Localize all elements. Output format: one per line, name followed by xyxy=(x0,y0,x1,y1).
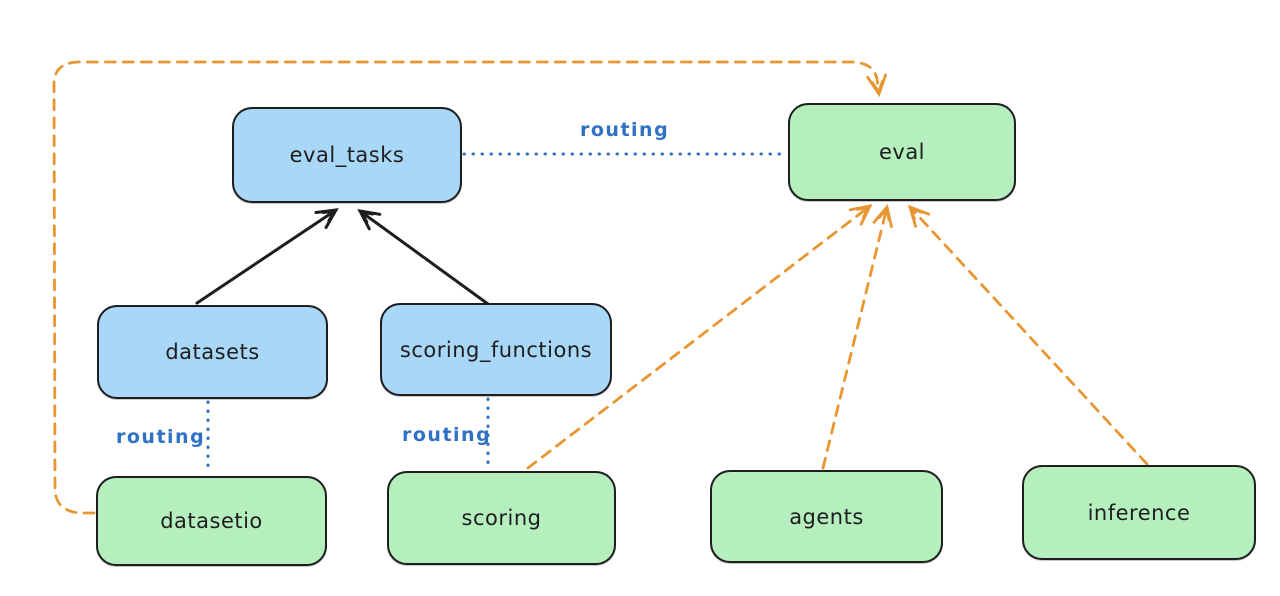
node-eval-tasks: eval_tasks xyxy=(232,107,462,203)
node-scoring: scoring xyxy=(387,471,616,565)
node-eval: eval xyxy=(788,103,1016,201)
node-datasetio-label: datasetio xyxy=(160,509,263,533)
node-agents: agents xyxy=(710,470,943,563)
node-datasetio: datasetio xyxy=(96,476,327,566)
edge-inference-eval xyxy=(907,204,1149,466)
node-inference: inference xyxy=(1022,465,1256,560)
edge-label-routing-top: routing xyxy=(580,119,670,141)
edge-label-routing-scoring: routing xyxy=(402,424,492,446)
edge-label-routing-datasetio: routing xyxy=(116,426,206,448)
node-eval-tasks-label: eval_tasks xyxy=(289,143,405,167)
edge-datasetio-eval xyxy=(52,60,887,515)
node-agents-label: agents xyxy=(789,504,864,529)
edge-datasets-evaltasks xyxy=(195,208,339,305)
node-datasets-label: datasets xyxy=(165,340,260,364)
node-eval-label: eval xyxy=(878,140,926,164)
node-inference-label: inference xyxy=(1087,500,1191,525)
edge-agents-eval xyxy=(821,203,893,470)
edge-scoringfunctions-evaltasks xyxy=(357,209,490,306)
node-scoring-functions: scoring_functions xyxy=(380,303,612,396)
node-scoring-label: scoring xyxy=(461,506,542,530)
node-scoring-functions-label: scoring_functions xyxy=(399,337,593,362)
node-datasets: datasets xyxy=(97,305,328,399)
edge-scoring-eval xyxy=(526,204,873,470)
